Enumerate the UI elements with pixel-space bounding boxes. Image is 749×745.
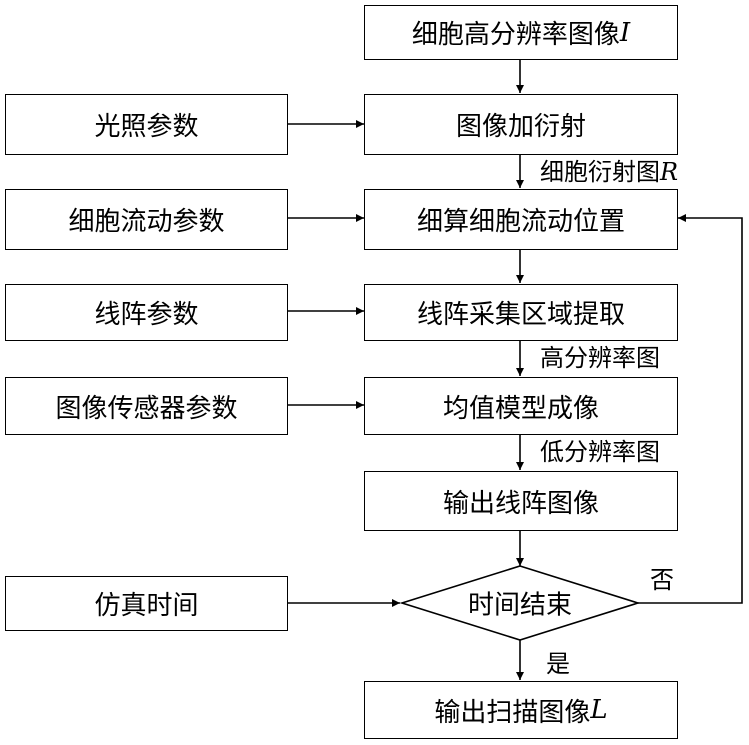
diffraction-label: 图像加衍射: [455, 112, 586, 142]
output-line-label: 输出线阵图像: [442, 488, 599, 519]
diffraction-map-text: 细胞衍射图: [540, 158, 660, 186]
yes-edge-label: 是: [546, 650, 570, 678]
cell-flow-param-label: 细胞流动参数: [68, 207, 225, 237]
low-res-edge-label: 低分辨率图: [540, 438, 660, 466]
mean-model-label: 均值模型成像: [442, 393, 599, 424]
region-extract-label: 线阵采集区域提取: [416, 300, 625, 330]
high-res-edge-label: 高分辨率图: [540, 344, 660, 372]
input-image-label: 细胞高分辨率图像: [411, 20, 620, 50]
decision-diamond: [399, 565, 641, 641]
illumination-param-box: 光照参数: [5, 94, 288, 155]
illumination-param-label: 光照参数: [94, 112, 199, 142]
output-scan-label: 输出扫描图像: [434, 697, 591, 728]
calc-position-box: 细算细胞流动位置: [364, 189, 678, 250]
diffraction-box: 图像加衍射: [364, 94, 678, 155]
sensor-param-box: 图像传感器参数: [5, 377, 288, 435]
diffraction-map-var: R: [660, 158, 679, 186]
sim-time-param-label: 仿真时间: [94, 591, 199, 621]
sensor-param-label: 图像传感器参数: [55, 393, 238, 424]
arrow-feedback-loop: [638, 214, 743, 604]
no-edge-label: 否: [650, 566, 674, 594]
cell-flow-param-box: 细胞流动参数: [5, 189, 288, 250]
output-scan-var: L: [590, 695, 608, 725]
region-extract-box: 线阵采集区域提取: [364, 284, 678, 341]
mean-model-box: 均值模型成像: [364, 377, 678, 435]
output-line-box: 输出线阵图像: [364, 471, 678, 531]
calc-position-label: 细算细胞流动位置: [416, 207, 625, 237]
line-array-param-box: 线阵参数: [5, 284, 288, 341]
input-image-var: I: [619, 17, 631, 48]
line-array-param-label: 线阵参数: [94, 300, 199, 330]
sim-time-param-box: 仿真时间: [5, 576, 288, 631]
diffraction-map-edge-label: 细胞衍射图R: [540, 160, 678, 184]
time-end-label: 时间结束: [467, 590, 573, 621]
